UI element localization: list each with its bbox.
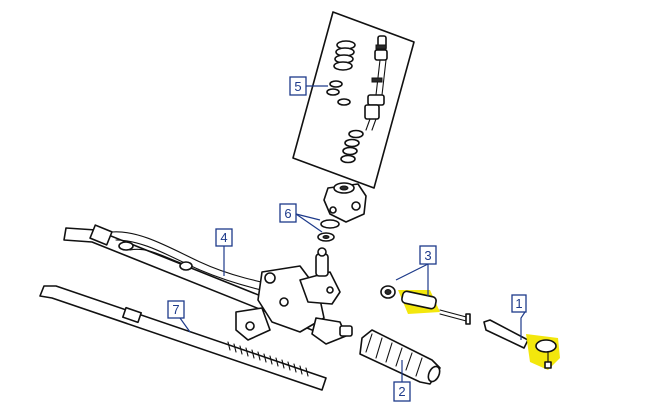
callout-label-5: 5 xyxy=(294,79,301,94)
part-7-rack-bar xyxy=(39,285,327,391)
callout-label-7: 7 xyxy=(172,302,179,317)
part-6-pinion-housing xyxy=(317,182,367,242)
part-5-valve-inset xyxy=(292,11,415,189)
rack-teeth xyxy=(227,341,309,377)
callout-2: 2 xyxy=(393,381,411,402)
callout-4: 4 xyxy=(215,228,233,247)
callout-7: 7 xyxy=(167,300,185,319)
part-3-inner-tie-rod xyxy=(380,285,471,325)
callout-3: 3 xyxy=(419,245,437,265)
callout-1: 1 xyxy=(511,294,527,313)
callout-label-2: 2 xyxy=(398,384,405,399)
callout-label-1: 1 xyxy=(515,296,522,311)
part-1-tie-rod-end xyxy=(483,319,560,370)
part-4-rack-housing xyxy=(63,224,353,345)
inset-valve-spool xyxy=(364,35,388,131)
callout-6: 6 xyxy=(279,203,297,223)
inset-rings-left xyxy=(326,80,351,106)
callout-label-3: 3 xyxy=(424,248,431,263)
callout-5: 5 xyxy=(289,76,307,96)
leader-lines xyxy=(179,85,526,382)
inset-spring xyxy=(333,40,356,71)
inset-rings-bottom xyxy=(340,129,364,164)
part-2-rack-boot xyxy=(359,329,441,385)
callout-label-4: 4 xyxy=(220,230,227,245)
callout-label-6: 6 xyxy=(284,206,291,221)
